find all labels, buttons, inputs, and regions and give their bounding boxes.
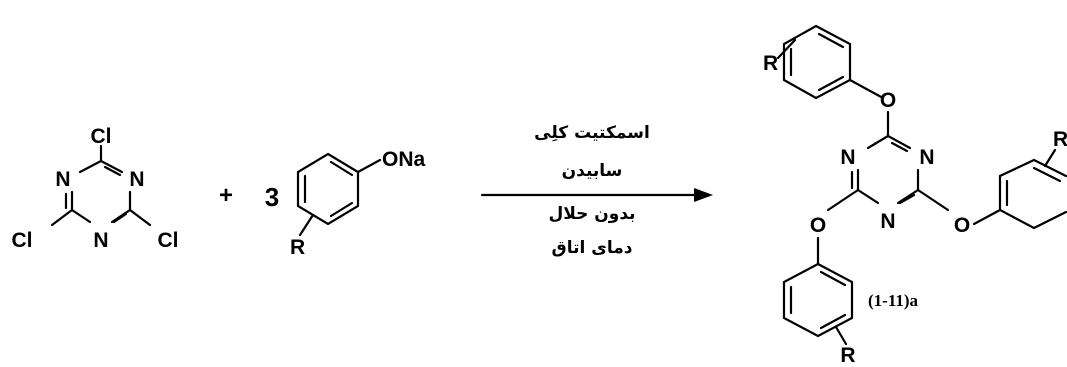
compound-label: (1-11)a xyxy=(868,291,919,310)
atom-n: N xyxy=(840,146,855,169)
atom-o: O xyxy=(880,89,896,112)
r-group: R xyxy=(290,236,305,259)
bond xyxy=(110,208,132,224)
bond-double xyxy=(817,32,845,49)
bond xyxy=(866,134,890,150)
r-group: R xyxy=(840,344,855,367)
bond-double xyxy=(112,212,128,224)
bond-double xyxy=(329,160,354,177)
bond xyxy=(856,188,880,205)
atom-n: N xyxy=(55,168,70,191)
bond-double xyxy=(898,193,916,205)
bond xyxy=(99,159,124,174)
atom-o: O xyxy=(810,214,826,237)
atom-cl: Cl xyxy=(158,229,179,252)
arrow-head xyxy=(694,188,713,202)
atom-n: N xyxy=(93,229,108,252)
cyanuric-chloride: Cl N N N Cl Cl xyxy=(12,125,179,252)
bond-r xyxy=(834,325,848,346)
bond xyxy=(848,78,885,100)
bond xyxy=(128,208,152,227)
atom-n: N xyxy=(129,168,144,191)
bond xyxy=(78,159,103,174)
atom-cl: Cl xyxy=(12,229,33,252)
condition-room-temperature: دمای اتاق xyxy=(552,238,633,258)
bond-r xyxy=(776,38,797,60)
bond xyxy=(356,158,382,174)
bond-r xyxy=(298,213,315,237)
bond xyxy=(826,188,860,212)
benzene-ring xyxy=(782,24,852,100)
atom-o: O xyxy=(954,214,970,237)
condition-catalyst: اسمکتیت کلِی xyxy=(534,123,650,143)
benzene-ring xyxy=(782,262,854,338)
bond xyxy=(916,188,950,212)
condition-solvent-free: بدون حلال xyxy=(548,204,635,224)
benzene-ring xyxy=(296,152,360,226)
condition-grinding: سابیدن xyxy=(562,161,623,181)
bond xyxy=(50,208,74,227)
bond xyxy=(896,188,920,205)
atom-cl: Cl xyxy=(91,125,112,148)
bond-r xyxy=(1043,148,1057,168)
bond xyxy=(972,208,1002,226)
triazine-product: R O N N N O R O R (1-11)a xyxy=(763,24,1067,367)
r-group: R xyxy=(763,52,778,75)
bond xyxy=(886,134,912,150)
substituent-ona: ONa xyxy=(382,148,426,171)
atom-n: N xyxy=(919,146,934,169)
bond-double xyxy=(1032,166,1062,183)
benzene-ring xyxy=(998,158,1067,230)
plus-sign: + xyxy=(219,182,233,209)
r-group: R xyxy=(1053,128,1067,151)
bond-double xyxy=(103,165,122,177)
stoichiometric-coefficient: 3 xyxy=(265,182,279,212)
bond-double xyxy=(819,313,847,330)
bond-double xyxy=(329,201,354,218)
reaction-arrow xyxy=(480,188,713,202)
sodium-phenoxide: ONa R xyxy=(290,148,426,259)
bond xyxy=(70,208,92,224)
bond-double xyxy=(817,75,845,92)
bond-double xyxy=(890,141,909,153)
atom-n: N xyxy=(880,210,895,233)
reaction-conditions: اسمکتیت کلِی سابیدن بدون حلال دمای اتاق xyxy=(534,123,650,258)
bond-double xyxy=(819,270,847,287)
